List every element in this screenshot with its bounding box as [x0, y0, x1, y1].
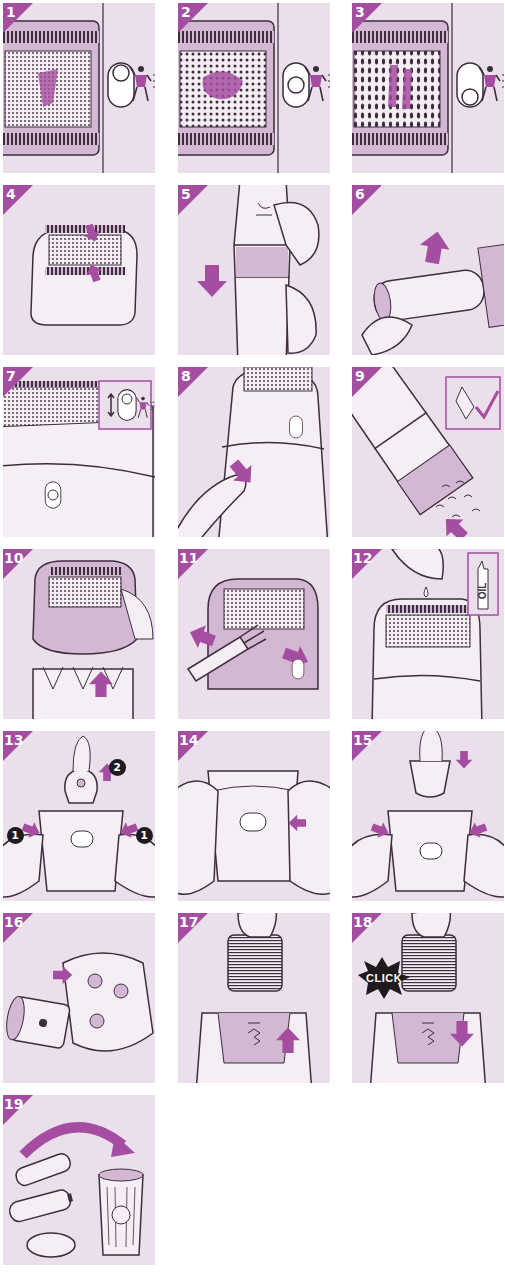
step-number: 7	[6, 369, 16, 383]
sound-effect: CLICK	[366, 973, 402, 984]
sequence-number: 1	[136, 827, 153, 844]
step-number: 15	[353, 733, 372, 747]
step-panel	[178, 367, 330, 537]
step-number: 6	[355, 187, 365, 201]
step-panel	[178, 913, 330, 1083]
step-panel	[3, 367, 155, 537]
step-panel	[3, 913, 155, 1083]
step-number: 8	[181, 369, 191, 383]
step-panel	[3, 185, 155, 355]
step-number: 5	[181, 187, 191, 201]
step-panel	[178, 185, 330, 355]
step-panel	[178, 549, 330, 719]
step-panel	[352, 185, 504, 355]
step-number: 16	[4, 915, 23, 929]
sequence-number: 1	[7, 827, 24, 844]
step-number: 17	[179, 915, 198, 929]
step-panel	[3, 549, 155, 719]
step-panel	[178, 731, 330, 901]
step-number: 1	[6, 5, 16, 19]
bottle-label: OIL	[478, 583, 488, 600]
step-number: 18	[353, 915, 372, 929]
step-panel	[352, 549, 504, 719]
step-panel	[3, 1095, 155, 1265]
step-number: 10	[4, 551, 23, 565]
step-panel	[352, 367, 504, 537]
step-panel	[178, 3, 330, 173]
step-panel	[3, 731, 155, 901]
step-number: 2	[181, 5, 191, 19]
step-panel	[352, 3, 504, 173]
step-number: 12	[353, 551, 372, 565]
step-panel	[352, 731, 504, 901]
step-panel	[352, 913, 504, 1083]
step-number: 3	[355, 5, 365, 19]
step-number: 4	[6, 187, 16, 201]
step-number: 19	[4, 1097, 23, 1111]
step-panel	[3, 3, 155, 173]
step-number: 11	[179, 551, 198, 565]
step-number: 9	[355, 369, 365, 383]
sequence-number: 2	[109, 759, 126, 776]
step-number: 13	[4, 733, 23, 747]
step-number: 14	[179, 733, 198, 747]
